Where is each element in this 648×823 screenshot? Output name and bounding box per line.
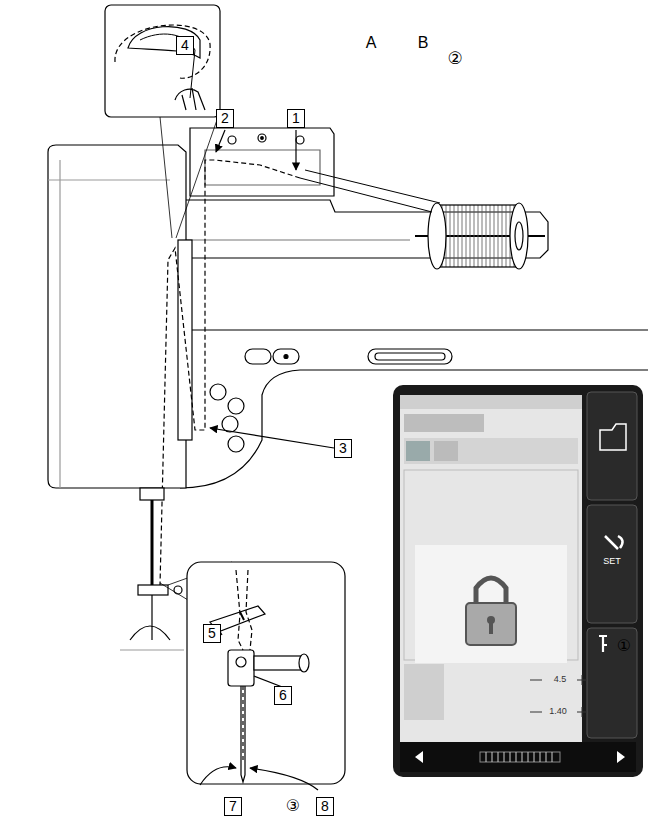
callout-box: 8 <box>316 797 334 816</box>
callout-number: 5 <box>208 625 216 642</box>
callout-number: 1 <box>292 110 300 127</box>
callout-number: 6 <box>279 687 287 704</box>
callout-box: 5 <box>203 624 221 643</box>
callout-box: 2 <box>216 109 234 128</box>
callout-label: ③ <box>285 797 301 815</box>
screen-text: 1.40 <box>548 707 568 717</box>
callout-number: 7 <box>229 798 237 815</box>
screen-text: SET <box>602 557 622 567</box>
callout-box: 7 <box>224 797 242 816</box>
callout-label: A <box>365 34 378 52</box>
callout-box: 6 <box>274 686 292 705</box>
callout-box: 1 <box>287 109 305 128</box>
callout-label: ② <box>446 49 463 68</box>
callout-label: ① <box>616 637 632 655</box>
callout-number: 3 <box>339 440 347 457</box>
callout-box: 4 <box>176 36 194 55</box>
callout-number: 4 <box>181 37 189 54</box>
callout-box: 3 <box>334 439 352 458</box>
callout-number: 2 <box>221 110 229 127</box>
callout-number: 8 <box>321 798 329 815</box>
callout-label: B <box>417 34 430 52</box>
screen-text: 4.5 <box>553 675 568 685</box>
